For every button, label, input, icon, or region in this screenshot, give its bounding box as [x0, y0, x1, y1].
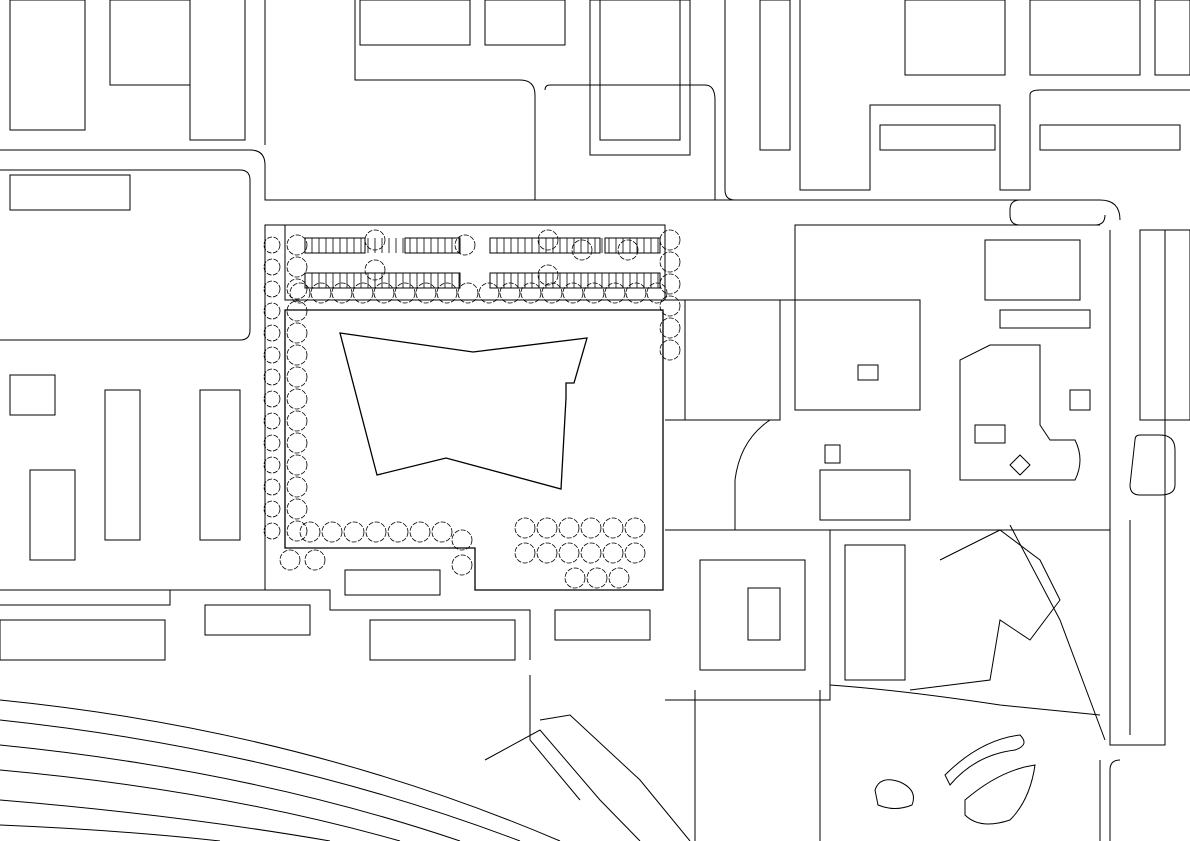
tree-icon — [536, 542, 558, 564]
tree-icon — [263, 390, 281, 408]
tree-icon — [558, 542, 580, 564]
tree-icon — [263, 236, 281, 254]
tree-icon — [286, 388, 308, 410]
tree-icon — [263, 522, 281, 540]
tree-icon — [562, 282, 584, 304]
tree-icon — [364, 259, 386, 281]
tree-icon — [541, 282, 563, 304]
tree-icon — [286, 498, 308, 520]
tree-icon — [659, 317, 681, 339]
tree-icon — [659, 251, 681, 273]
parking-area — [284, 224, 666, 301]
tree-icon — [617, 239, 639, 261]
tree-icon — [608, 567, 630, 589]
tree-icon — [536, 517, 558, 539]
tree-icon — [286, 234, 308, 256]
central-building — [339, 332, 588, 490]
tree-icon — [310, 282, 332, 304]
tree-icon — [394, 282, 416, 304]
parking-stalls — [304, 238, 659, 288]
tree-icon — [263, 280, 281, 298]
tree-icon — [286, 278, 308, 300]
tree-icon — [583, 282, 605, 304]
tree-icon — [289, 282, 311, 304]
tree-icon — [286, 322, 308, 344]
tree-icon — [659, 339, 681, 361]
tree-icon — [321, 521, 343, 543]
tree-icon — [299, 521, 321, 543]
tree-icon — [580, 517, 602, 539]
tree-icon — [286, 476, 308, 498]
tree-icon — [454, 234, 476, 256]
tree-icon — [602, 517, 624, 539]
tree-icon — [436, 282, 458, 304]
tree-icon — [604, 282, 626, 304]
tree-icon — [457, 282, 479, 304]
tree-icon — [602, 542, 624, 564]
tree-icon — [659, 273, 681, 295]
tree-icon — [343, 521, 365, 543]
plaza — [284, 309, 664, 591]
tree-icon — [286, 344, 308, 366]
tree-icon — [558, 517, 580, 539]
tree-icon — [659, 295, 681, 317]
tree-icon — [263, 368, 281, 386]
tree-icon — [286, 520, 308, 542]
tree-icon — [286, 300, 308, 322]
tree-icon — [625, 282, 647, 304]
tree-icon — [263, 500, 281, 518]
tree-icon — [537, 264, 559, 286]
tree-icon — [451, 529, 473, 551]
tree-icon — [514, 517, 536, 539]
tree-icon — [263, 302, 281, 320]
tree-icon — [263, 346, 281, 364]
tree-icon — [537, 229, 559, 251]
tree-icon — [586, 567, 608, 589]
tree-icon — [571, 239, 593, 261]
tree-icon — [659, 229, 681, 251]
tree-icon — [263, 434, 281, 452]
tree-icon — [263, 412, 281, 430]
tree-icon — [286, 256, 308, 278]
tree-icon — [624, 517, 646, 539]
tree-icon — [263, 258, 281, 276]
tree-icon — [580, 542, 602, 564]
tree-rows — [263, 229, 681, 589]
tree-icon — [478, 282, 500, 304]
tree-icon — [352, 282, 374, 304]
tree-icon — [286, 366, 308, 388]
tree-icon — [304, 549, 326, 571]
tree-icon — [564, 567, 586, 589]
tree-icon — [646, 282, 668, 304]
tree-icon — [387, 521, 409, 543]
landscape-islands — [874, 734, 1036, 825]
tree-icon — [263, 456, 281, 474]
tree-icon — [409, 521, 431, 543]
tree-icon — [286, 454, 308, 476]
tree-icon — [286, 432, 308, 454]
tree-icon — [499, 282, 521, 304]
tree-icon — [415, 282, 437, 304]
tree-icon — [373, 282, 395, 304]
tree-icon — [263, 324, 281, 342]
tree-icon — [279, 549, 301, 571]
rail-tracks — [0, 675, 691, 841]
tree-icon — [365, 521, 387, 543]
tree-icon — [624, 542, 646, 564]
tree-icon — [331, 282, 353, 304]
tree-icon — [263, 478, 281, 496]
tree-icon — [431, 521, 453, 543]
tree-icon — [286, 410, 308, 432]
tree-icon — [364, 229, 386, 251]
tree-icon — [514, 542, 536, 564]
tree-icon — [451, 554, 473, 576]
tree-icon — [520, 282, 542, 304]
